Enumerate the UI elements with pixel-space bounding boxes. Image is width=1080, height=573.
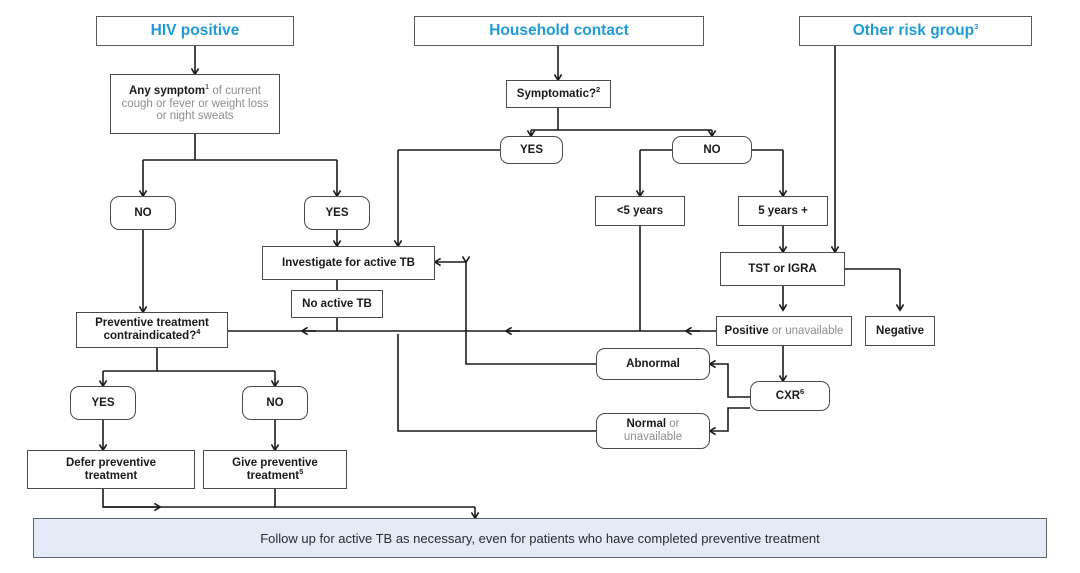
no-symptomatic-label: NO <box>703 143 721 156</box>
abnormal-label: Abnormal <box>626 357 680 370</box>
node-yes-contraindicated[interactable]: YES <box>70 386 136 420</box>
node-abnormal[interactable]: Abnormal <box>596 348 710 380</box>
footnote-marker-2: 2 <box>596 84 601 94</box>
negative-label: Negative <box>876 324 924 337</box>
node-no-contraindicated[interactable]: NO <box>242 386 308 420</box>
5-years-plus-label: 5 years + <box>758 204 808 217</box>
yes-contraindicated-label: YES <box>91 396 115 409</box>
node-symptomatic[interactable]: Symptomatic?2 <box>506 80 611 108</box>
node-tst-or-igra[interactable]: TST or IGRA <box>720 252 845 286</box>
node-positive-or-unavailable[interactable]: Positive or unavailable <box>716 316 852 346</box>
investigate-label: Investigate for active TB <box>282 256 415 269</box>
positive-label: Positive <box>724 324 769 337</box>
node-defer-preventive-treatment[interactable]: Defer preventive treatment <box>27 450 195 489</box>
header-hiv-positive[interactable]: HIV positive <box>96 16 294 46</box>
node-give-preventive-treatment[interactable]: Give preventive treatment5 <box>203 450 347 489</box>
any-symptom-rest: of current <box>209 84 261 97</box>
normal-label: Normal <box>626 418 667 431</box>
header-household-contact[interactable]: Household contact <box>414 16 704 46</box>
cxr-label: CXR <box>775 389 801 402</box>
footnote-marker-4: 4 <box>196 327 201 337</box>
node-no-symptomatic[interactable]: NO <box>672 136 752 164</box>
no-hiv-label: NO <box>134 206 152 219</box>
header-other-risk-group-label: Other risk group <box>852 22 975 40</box>
node-under-5-years[interactable]: <5 years <box>595 196 685 226</box>
tst-or-igra-label: TST or IGRA <box>748 262 817 275</box>
footnote-marker-6: 6 <box>800 386 805 396</box>
normal-rest: or <box>666 418 680 431</box>
node-normal-or-unavailable[interactable]: Normal or unavailable <box>596 413 710 449</box>
any-symptom-line3: or night sweats <box>156 110 234 123</box>
header-other-risk-group[interactable]: Other risk group3 <box>799 16 1032 46</box>
node-investigate-for-active-tb[interactable]: Investigate for active TB <box>262 246 435 280</box>
no-contraindicated-label: NO <box>266 396 284 409</box>
defer-line2: treatment <box>84 469 138 482</box>
node-yes-hiv[interactable]: YES <box>304 196 370 230</box>
contraindicated-line1: Preventive treatment <box>95 317 209 330</box>
footnote-marker-3: 3 <box>974 22 979 32</box>
no-active-tb-label: No active TB <box>302 297 372 310</box>
contraindicated-line2: contraindicated? <box>103 330 197 342</box>
node-cxr[interactable]: CXR6 <box>750 381 830 411</box>
header-hiv-positive-label: HIV positive <box>150 22 240 40</box>
node-5-years-plus[interactable]: 5 years + <box>738 196 828 226</box>
symptomatic-label: Symptomatic? <box>516 87 597 100</box>
node-preventive-treatment-contraindicated[interactable]: Preventive treatment contraindicated?4 <box>76 312 228 348</box>
node-any-symptom[interactable]: Any symptom1 of current cough or fever o… <box>110 74 280 134</box>
defer-line1: Defer preventive <box>65 456 157 469</box>
give-line1: Give preventive <box>232 456 318 469</box>
positive-rest: or unavailable <box>768 324 844 337</box>
yes-hiv-label: YES <box>325 206 349 219</box>
under-5-years-label: <5 years <box>616 204 664 217</box>
yes-symptomatic-label: YES <box>519 143 543 156</box>
normal-line2: unavailable <box>623 431 683 443</box>
follow-up-banner[interactable]: Follow up for active TB as necessary, ev… <box>33 518 1047 558</box>
any-symptom-lead: Any symptom <box>129 84 206 97</box>
header-household-contact-label: Household contact <box>489 22 629 40</box>
any-symptom-line2: cough or fever or weight loss <box>121 97 269 110</box>
node-no-hiv[interactable]: NO <box>110 196 176 230</box>
follow-up-banner-text: Follow up for active TB as necessary, ev… <box>260 530 820 546</box>
node-yes-symptomatic[interactable]: YES <box>500 136 563 164</box>
footnote-marker-5: 5 <box>299 466 304 476</box>
footnote-marker-1: 1 <box>205 81 210 91</box>
node-no-active-tb[interactable]: No active TB <box>291 290 383 318</box>
node-negative[interactable]: Negative <box>865 316 935 346</box>
give-line2: treatment <box>246 469 300 482</box>
